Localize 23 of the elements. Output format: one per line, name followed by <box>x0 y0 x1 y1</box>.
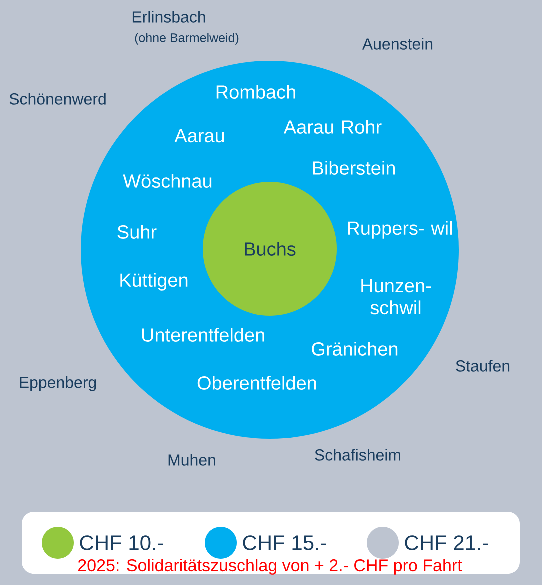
place-name: Aarau <box>174 129 224 143</box>
place-name: Hunzen- schwil <box>362 279 432 315</box>
place-name: Schönenwerd <box>10 93 106 105</box>
place-name: Unterentfelden <box>142 328 264 342</box>
place-name: Staufen <box>456 360 510 372</box>
place-name: Aarau Rohr <box>284 120 382 134</box>
place-name: Erlinsbach <box>132 11 206 23</box>
place-name: Ruppers- wil <box>348 221 452 239</box>
place-note: (ohne Barmelweid) <box>135 33 239 45</box>
place-name: Schafisheim <box>315 449 400 461</box>
place-name: Oberentfelden <box>198 376 316 390</box>
legend-text: CHF 21.- <box>405 536 488 550</box>
note-text: 2025: Solidaritätszuschlag von + 2.- CHF pro Fahrt <box>78 559 462 575</box>
place-name: Biberstein <box>313 161 395 175</box>
legend-text: CHF 15.- <box>243 536 326 550</box>
place-name: Muhen <box>168 454 216 466</box>
place-name: Suhr <box>118 225 157 239</box>
place-name: Gränichen <box>312 342 398 356</box>
legend-text: CHF 10.- <box>80 536 164 550</box>
place-name: Küttigen <box>120 273 188 291</box>
place-name: Auenstein <box>362 38 433 50</box>
place-name: Eppenberg <box>20 376 96 392</box>
place-name: Rombach <box>216 85 296 99</box>
